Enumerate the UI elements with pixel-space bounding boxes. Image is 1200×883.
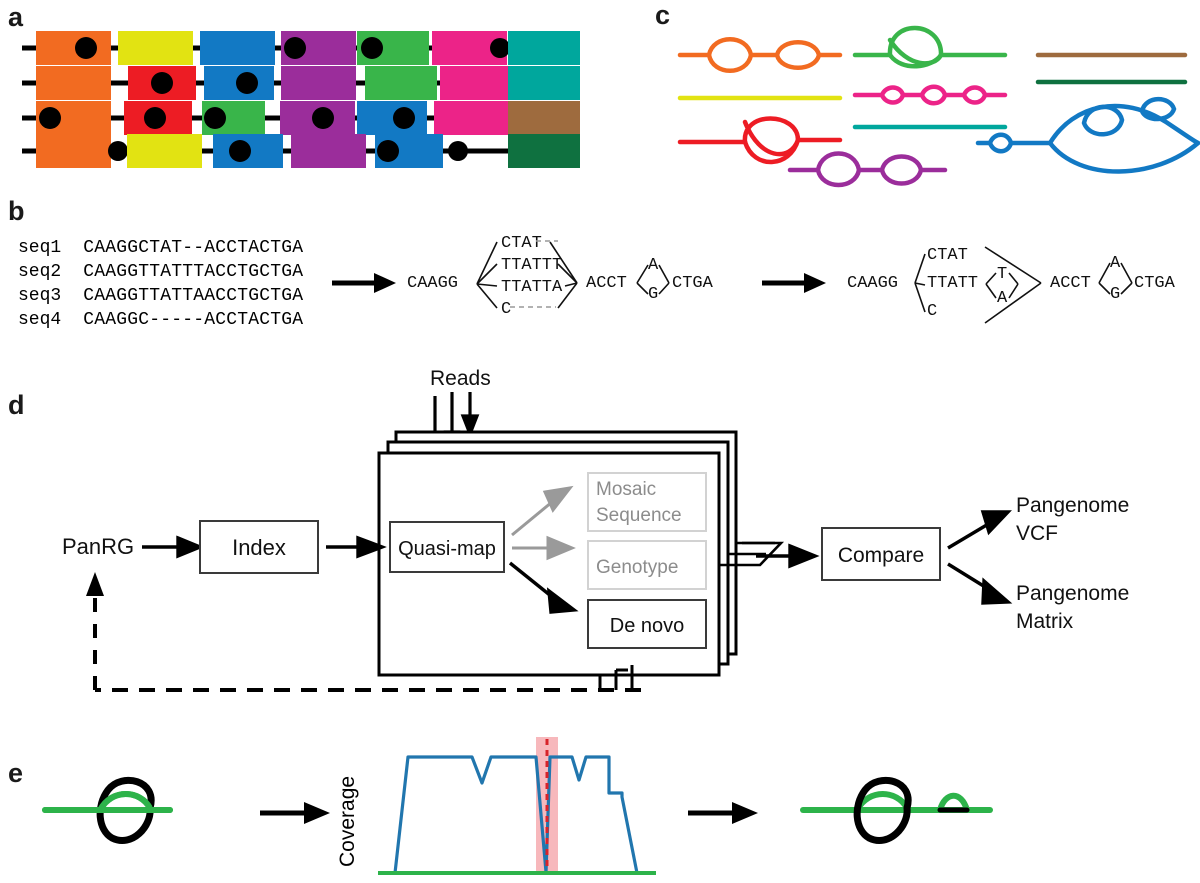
seq-label: seq2 bbox=[18, 262, 62, 282]
panel-c-graph-green bbox=[852, 25, 1008, 69]
graph-snp-bottom: G bbox=[648, 285, 658, 304]
pangenome-matrix-line2: Matrix bbox=[1016, 610, 1074, 633]
mosaic-sequence-label-line1: Mosaic bbox=[596, 479, 656, 500]
arrow-to-pangenome-vcf bbox=[947, 510, 1012, 550]
arrow-to-genotype bbox=[512, 535, 576, 561]
seq-label: seq1 bbox=[18, 238, 62, 258]
arrow-panrg-to-index bbox=[142, 535, 205, 559]
genotype-label: Genotype bbox=[596, 557, 678, 578]
panel-e-arrow-1 bbox=[260, 802, 330, 824]
coverage-plot-svg bbox=[378, 737, 656, 875]
panel-a-graphic bbox=[22, 31, 580, 168]
panel-e-graph-right bbox=[800, 776, 993, 844]
panel-b-alignment: seq1 seq2 seq3 seq4 CAAGGCTAT--ACCTACTGA… bbox=[18, 236, 303, 332]
index-box bbox=[199, 520, 319, 574]
graph-nested-top: T bbox=[997, 265, 1007, 284]
mosaic-sequence-box bbox=[587, 472, 707, 532]
mosaic-sequence-label-line2: Sequence bbox=[596, 505, 682, 526]
graph-allele: TTATT bbox=[927, 274, 978, 293]
coverage-axis-label: Coverage bbox=[336, 775, 359, 867]
graph-allele: CTAT bbox=[927, 246, 968, 265]
panel-e-arrow-2 bbox=[688, 802, 758, 824]
seq-string: CAAGGTTATTTACCTGCTGA bbox=[83, 262, 304, 282]
panel-d-graphic: Reads PanRG Index Quasi-map bbox=[62, 367, 1129, 692]
graph-allele: C bbox=[927, 302, 937, 321]
graph-prefix: CAAGG bbox=[407, 274, 458, 293]
graph-allele: TTATTA bbox=[501, 278, 563, 297]
de-novo-box bbox=[587, 599, 707, 649]
stack-merge-connector bbox=[719, 541, 785, 567]
reads-label: Reads bbox=[430, 367, 491, 390]
panel-c-graph-purple bbox=[787, 151, 948, 188]
de-novo-label: De novo bbox=[610, 615, 685, 637]
panel-c-graph-orange bbox=[677, 37, 843, 73]
graph-snp-bottom: G bbox=[1110, 285, 1120, 304]
feedback-arrow-head bbox=[86, 572, 104, 596]
panel-e-label: e bbox=[8, 758, 24, 788]
panel-b-graph-middle: CAAGG CTAT TTATTT TTATTA C ACCT A G CTGA bbox=[407, 234, 714, 319]
arrow-to-mosaic-sequence bbox=[511, 485, 574, 537]
stack-bottom-stubs bbox=[598, 665, 634, 690]
seq-label: seq4 bbox=[18, 310, 62, 330]
panel-b-graph-right: CAAGG CTAT TTATT C T A ACCT A G CTGA bbox=[847, 246, 1176, 324]
arrow-to-compare bbox=[756, 543, 820, 569]
panel-c-graph-red bbox=[677, 116, 843, 165]
arrow-to-pangenome-matrix bbox=[947, 562, 1013, 605]
panel-c-label: c bbox=[655, 0, 671, 30]
genome-row-4 bbox=[22, 134, 580, 168]
panel-e-graph-left bbox=[42, 776, 173, 844]
quasi-map-box bbox=[389, 521, 505, 573]
genome-row-3 bbox=[22, 101, 580, 135]
panel-c-graph-blue bbox=[975, 96, 1200, 174]
graph-allele: TTATTT bbox=[501, 256, 562, 275]
genome-row-1 bbox=[22, 31, 580, 65]
seq-label: seq3 bbox=[18, 286, 62, 306]
graph-snp-top: A bbox=[648, 256, 659, 275]
pangenome-vcf-line1: Pangenome bbox=[1016, 494, 1129, 517]
panel-a-label: a bbox=[8, 2, 24, 32]
seq-string: CAAGGCTAT--ACCTACTGA bbox=[83, 238, 304, 258]
graph-join: ACCT bbox=[586, 274, 627, 293]
arrow-to-de-novo bbox=[508, 561, 579, 614]
seq-string: CAAGGC-----ACCTACTGA bbox=[83, 310, 304, 330]
graph-allele: C bbox=[501, 300, 511, 319]
coverage-line bbox=[393, 755, 649, 875]
arrow-index-to-quasimap bbox=[326, 535, 387, 559]
panel-b-arrow-1 bbox=[332, 273, 396, 293]
genome-row-2 bbox=[22, 66, 580, 100]
quasi-map-label: Quasi-map bbox=[398, 538, 496, 560]
panel-b-arrow-2 bbox=[762, 273, 826, 293]
pangenome-vcf-line2: VCF bbox=[1016, 522, 1058, 545]
pangenome-matrix-line1: Pangenome bbox=[1016, 582, 1129, 605]
panrg-label: PanRG bbox=[62, 534, 134, 559]
panel-c-graph-pink bbox=[852, 84, 1008, 106]
compare-box bbox=[821, 527, 941, 581]
graph-suffix: CTGA bbox=[672, 274, 714, 293]
genotype-box bbox=[587, 540, 707, 590]
graph-allele: CTAT bbox=[501, 234, 542, 253]
graph-prefix: CAAGG bbox=[847, 274, 898, 293]
graph-snp-top: A bbox=[1110, 254, 1121, 273]
index-label: Index bbox=[232, 535, 286, 560]
panel-d-label: d bbox=[8, 390, 25, 420]
panel-c-graphic bbox=[677, 25, 1200, 188]
panel-b-label: b bbox=[8, 196, 25, 226]
graph-nested-bottom: A bbox=[997, 289, 1008, 308]
compare-label: Compare bbox=[838, 544, 924, 567]
graph-suffix: CTGA bbox=[1134, 274, 1176, 293]
graph-join: ACCT bbox=[1050, 274, 1091, 293]
panel-e-coverage-chart: Coverage bbox=[336, 735, 666, 880]
seq-string: CAAGGTTATTAACCTGCTGA bbox=[83, 286, 304, 306]
